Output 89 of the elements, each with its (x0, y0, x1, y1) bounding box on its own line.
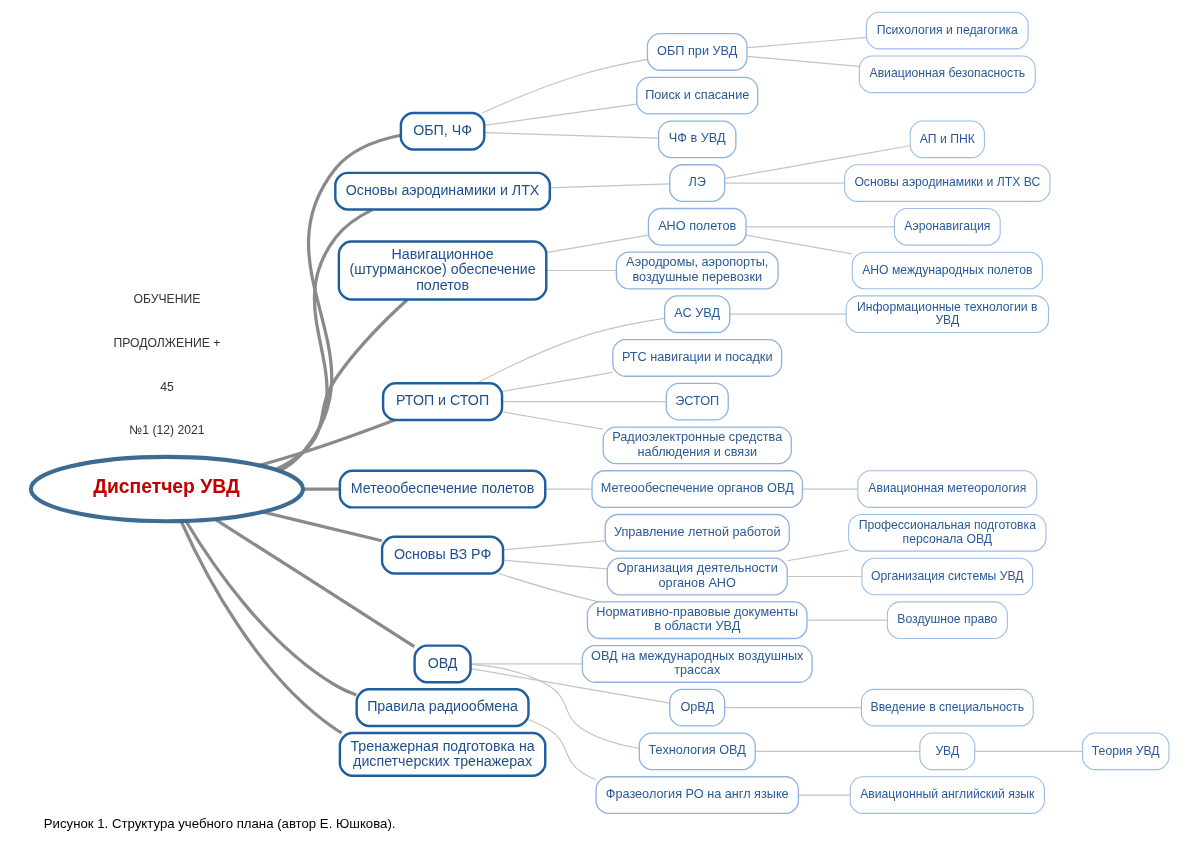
connector (786, 549, 850, 562)
connector (502, 559, 608, 570)
node-ellipse: Диспетчер УВД (28, 454, 305, 524)
node-box: Поиск и спасание (636, 76, 759, 115)
node-box: АНО полетов (647, 207, 747, 246)
connector (502, 540, 606, 551)
connector (745, 226, 895, 228)
connector (476, 317, 665, 384)
connector (278, 208, 374, 473)
node-box: Аэродромы, аэропорты, воздушные перевозки (615, 251, 779, 290)
label: ПРОДОЛЖЕНИЕ + (113, 335, 221, 350)
connector (262, 510, 383, 543)
node-box: Навигационное (штурманское) обеспечение полетов (337, 240, 548, 301)
node-box: ОБП при УВД (646, 32, 748, 71)
connector (278, 133, 401, 473)
node-box: Авиационная безопасность (858, 55, 1036, 94)
node-box: Аэронавигация (893, 207, 1001, 246)
node-box: Теория УВД (1081, 732, 1170, 771)
node-box: ЛЭ (669, 164, 726, 203)
connector (303, 487, 340, 491)
label: 45 (160, 379, 174, 394)
node-box: Тренажерная подготовка на диспетчерских тренажерах (338, 731, 547, 777)
connector (470, 668, 671, 704)
connector (802, 488, 859, 490)
connector (483, 103, 638, 127)
node-box: Технология ОВД (638, 732, 756, 771)
node-box: ОБП, ЧФ (399, 111, 486, 151)
connector (786, 575, 863, 578)
connector (545, 234, 649, 254)
node-box: РТС навигации и посадки (612, 338, 783, 377)
connector (724, 145, 911, 179)
connector (470, 663, 640, 749)
connector (497, 572, 600, 603)
connector (545, 269, 617, 272)
node-box: РТОП и СТОП (381, 382, 504, 422)
node-box: ЭСТОП (665, 382, 729, 421)
connector (754, 750, 921, 752)
connector (549, 183, 671, 189)
label: №1 (12) 2021 (129, 423, 205, 438)
node-box: ЧФ в УВД (657, 120, 737, 159)
node-box: Организация деятельности органов АНО (606, 557, 788, 596)
node-box: УВД (919, 732, 976, 771)
connector (724, 707, 862, 709)
node-box: Воздушное право (886, 601, 1008, 640)
node-box: Основы ВЗ РФ (380, 535, 505, 575)
node-box: Метеообеспечение органов ОВД (591, 470, 804, 509)
connector (544, 488, 593, 490)
connector (797, 794, 851, 796)
node-box: Основы аэродинамики и ЛТХ ВС (844, 164, 1051, 202)
node-box: ОрВД (669, 688, 726, 727)
node-box: ОВД (413, 644, 472, 684)
node-box: Правила радиообмена (355, 688, 530, 728)
connector (528, 719, 597, 781)
node-box: Психология и педагогика (865, 11, 1029, 50)
connector (482, 58, 648, 114)
node-box: АП и ПНК (909, 120, 985, 159)
node-box: Информационные технологии в УВД (845, 295, 1050, 334)
connector (806, 619, 888, 621)
connector (184, 520, 357, 697)
node-box: Метеообеспечение полетов (338, 469, 547, 509)
node-box: АНО международных полетов (851, 251, 1043, 290)
caption: Рисунок 1. Структура учебного плана (автор Е. Юшкова). (43, 816, 396, 831)
connector (501, 401, 667, 403)
connector (179, 520, 343, 735)
node-box: Введение в специальность (860, 688, 1034, 727)
node-box: Профессиональная подготовка персонала ОВД (848, 513, 1047, 552)
connector (746, 36, 867, 49)
connector (483, 131, 659, 139)
node-box: Управление летной работой (604, 513, 790, 552)
connector (974, 750, 1083, 752)
node-box: ОВД на международных воздушных трассах (581, 644, 813, 683)
connector (729, 313, 847, 315)
node-box: Радиоэлектронные средства наблюдения и связи (602, 426, 792, 465)
connector (470, 663, 583, 665)
connector (501, 411, 604, 430)
connector (259, 418, 396, 467)
label: ОБУЧЕНИЕ (133, 292, 201, 307)
node-box: АС УВД (664, 295, 731, 334)
node-box: Организация системы УВД (861, 557, 1034, 596)
connector (501, 371, 614, 393)
connector (724, 182, 846, 184)
node-box: Нормативно-правовые документы в области УВД (586, 601, 808, 640)
node-box: Авиационный английский язык (849, 776, 1045, 814)
node-box: Фразеология РО на англ языке (595, 776, 800, 814)
node-box: Основы аэродинамики и ЛТХ (334, 171, 552, 211)
connector (275, 298, 409, 471)
node-box: Авиационная метеорология (857, 470, 1038, 508)
connector (746, 55, 860, 68)
connector (745, 234, 853, 255)
